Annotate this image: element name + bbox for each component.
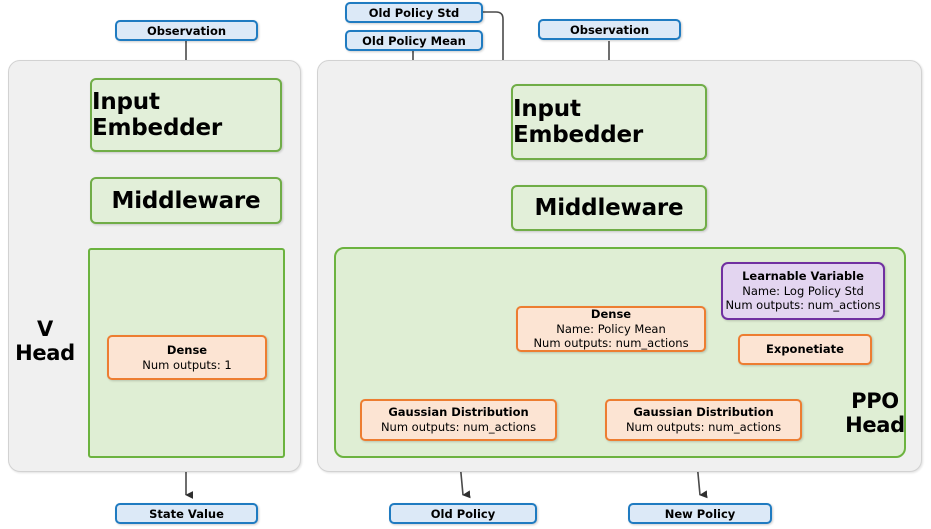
v-middleware-box[interactable]: Middleware [90, 177, 282, 224]
learnable-variable-name: Name: Log Policy Std [742, 283, 864, 298]
ppo-dense-num-outputs: Num outputs: num_actions [533, 336, 689, 351]
ppo-head-caption-line1: PPO [851, 389, 899, 413]
v-dense-num-outputs: Num outputs: 1 [142, 357, 232, 372]
v-head-caption-line1: V [37, 317, 53, 341]
v-head-caption: V Head [10, 317, 80, 365]
learnable-variable-title: Learnable Variable [742, 268, 864, 283]
input-observation-v[interactable]: Observation [115, 20, 258, 41]
output-old-policy[interactable]: Old Policy [389, 503, 537, 524]
ppo-input-embedder-label: Input Embedder [513, 96, 644, 148]
output-old-policy-label: Old Policy [430, 506, 496, 521]
ppo-input-embedder-box[interactable]: Input Embedder [511, 84, 707, 160]
v-dense-box[interactable]: Dense Num outputs: 1 [107, 335, 267, 380]
input-old-policy-std[interactable]: Old Policy Std [345, 2, 483, 23]
input-observation-ppo[interactable]: Observation [538, 19, 681, 40]
gaussian-distribution-new-box[interactable]: Gaussian Distribution Num outputs: num_a… [605, 399, 802, 441]
ppo-middleware-box[interactable]: Middleware [511, 185, 707, 231]
gaussian-distribution-old-box[interactable]: Gaussian Distribution Num outputs: num_a… [360, 399, 557, 441]
v-input-embedder-box[interactable]: Input Embedder [90, 78, 282, 152]
v-dense-title: Dense [166, 342, 208, 357]
gaussian-old-title: Gaussian Distribution [388, 405, 529, 420]
input-old-policy-mean-label: Old Policy Mean [362, 33, 466, 48]
gaussian-new-num-outputs: Num outputs: num_actions [625, 420, 782, 434]
ppo-middleware-label: Middleware [534, 195, 684, 221]
exponetiate-label: Exponetiate [766, 342, 844, 357]
input-observation-ppo-label: Observation [569, 22, 650, 37]
output-state-value-label: State Value [149, 506, 224, 521]
ppo-head-caption-line2: Head [845, 412, 905, 437]
exponetiate-box[interactable]: Exponetiate [738, 334, 872, 365]
v-input-embedder-label: Input Embedder [92, 89, 223, 141]
learnable-variable-num-outputs: Num outputs: num_actions [725, 298, 881, 313]
v-middleware-label: Middleware [111, 187, 261, 214]
ppo-dense-name: Name: Policy Mean [556, 321, 666, 336]
ppo-dense-box[interactable]: Dense Name: Policy Mean Num outputs: num… [516, 306, 706, 352]
ppo-dense-title: Dense [590, 306, 632, 321]
gaussian-new-title: Gaussian Distribution [633, 405, 774, 420]
input-old-policy-mean[interactable]: Old Policy Mean [345, 30, 483, 51]
output-new-policy[interactable]: New Policy [628, 503, 772, 524]
output-new-policy-label: New Policy [664, 506, 736, 521]
ppo-head-caption: PPO Head [835, 389, 915, 437]
gaussian-old-num-outputs: Num outputs: num_actions [380, 420, 537, 434]
input-old-policy-std-label: Old Policy Std [368, 5, 460, 20]
learnable-variable-box[interactable]: Learnable Variable Name: Log Policy Std … [721, 262, 885, 320]
output-state-value[interactable]: State Value [115, 503, 258, 524]
input-observation-v-label: Observation [146, 23, 227, 38]
v-head-caption-line2: Head [15, 340, 75, 365]
